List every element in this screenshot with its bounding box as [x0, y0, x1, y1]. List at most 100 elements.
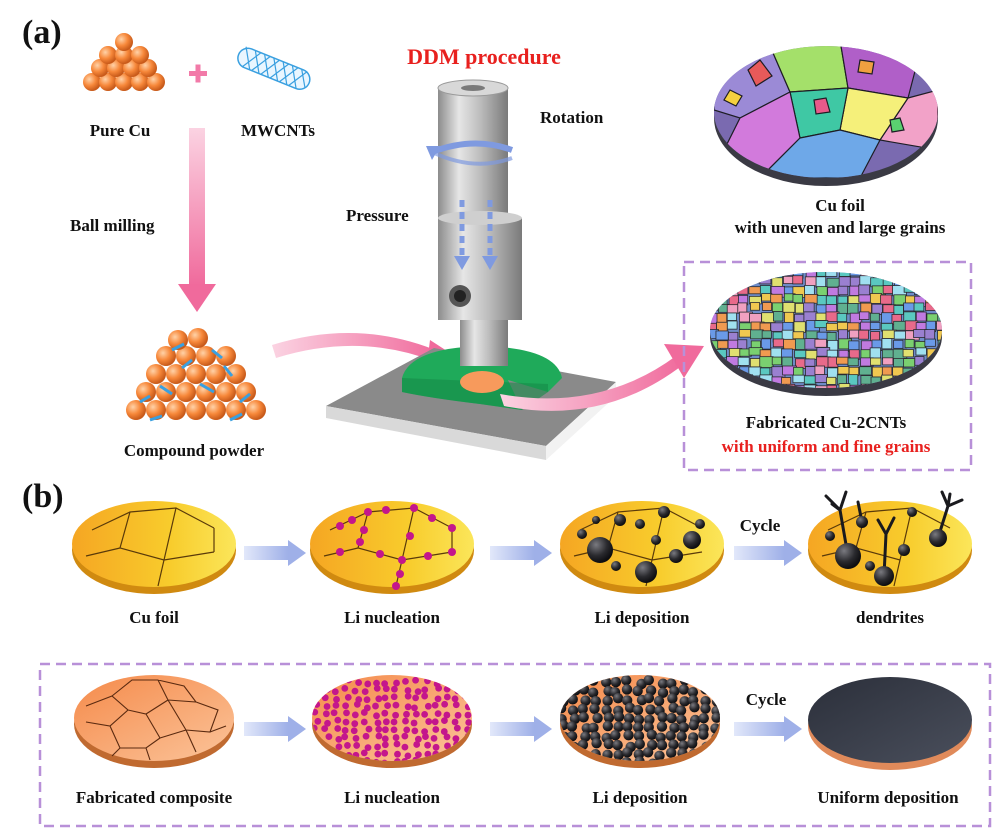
fine-grain: [926, 376, 938, 385]
li-nucleus: [464, 759, 472, 761]
fine-grain: [924, 277, 937, 289]
li-nucleus: [351, 711, 359, 719]
fine-grain: [914, 375, 929, 387]
fine-grain: [710, 358, 716, 368]
fine-grain: [915, 347, 927, 356]
fine-grain: [881, 366, 893, 377]
li-deposit: [591, 738, 602, 749]
fine-grain: [893, 339, 904, 349]
li-deposit: [622, 747, 633, 758]
fine-grain: [760, 338, 772, 350]
fine-grain: [710, 374, 717, 384]
li-nucleus: [360, 718, 368, 726]
li-deposit: [613, 749, 624, 761]
fine-grain: [815, 276, 827, 288]
li-nucleus: [374, 743, 381, 751]
fine-grain: [805, 272, 817, 278]
row1-cycle-label: Cycle: [739, 516, 781, 535]
li-nucleus: [335, 743, 343, 751]
fine-grain: [710, 272, 716, 277]
li-nucleus: [362, 732, 370, 740]
li-deposit: [624, 702, 636, 714]
li-deposit: [603, 738, 615, 750]
li-deposit: [612, 739, 623, 751]
fine-grain: [737, 383, 752, 388]
fine-grain: [825, 295, 837, 306]
fine-grain: [816, 272, 827, 277]
fine-grain: [794, 349, 807, 359]
fabricated-label-line2: with uniform and fine grains: [721, 437, 931, 456]
li-nucleus: [390, 726, 398, 734]
li-nucleus: [344, 742, 351, 749]
li-deposit: [676, 731, 687, 742]
li-nucleus: [360, 709, 368, 716]
fine-grain: [903, 311, 917, 322]
li-nucleus: [443, 685, 451, 693]
li-nucleus: [412, 710, 420, 718]
li-deposit: [566, 721, 578, 732]
fine-grain: [826, 384, 837, 388]
fine-grain: [836, 312, 848, 323]
fine-grain: [937, 348, 942, 358]
die-to-fabricated-arrow: [500, 356, 684, 411]
li-deposit: [666, 747, 677, 759]
pressure-label: Pressure: [346, 206, 409, 225]
fine-grain: [925, 286, 939, 295]
fine-grain: [804, 276, 817, 287]
cu-2cnts-fine-grains-disc: [710, 272, 942, 396]
fine-grain: [814, 338, 827, 348]
fine-grain: [859, 366, 872, 376]
ddm-tool: [437, 79, 522, 366]
fine-grain: [925, 302, 939, 311]
li-deposit: [646, 729, 658, 740]
li-nucleus: [392, 711, 400, 719]
li-nucleus: [382, 685, 390, 693]
li-deposit: [668, 739, 679, 750]
fine-grain: [717, 376, 733, 387]
li-deposit: [700, 759, 712, 761]
powder-to-die-arrow: [272, 333, 440, 362]
li-nucleus: [344, 693, 352, 701]
li-nucleus: [441, 700, 449, 708]
li-nucleus: [451, 695, 459, 703]
li-deposit: [622, 721, 633, 732]
li-deposit: [567, 694, 578, 705]
li-deposit: [587, 687, 599, 698]
li-deposit: [621, 684, 633, 695]
li-deposit: [602, 720, 614, 732]
li-nucleus: [464, 750, 472, 758]
li-deposit: [669, 722, 680, 734]
li-deposit: [689, 702, 700, 713]
fine-grain: [913, 302, 925, 312]
fine-grain: [794, 313, 805, 323]
fine-grain: [838, 276, 852, 287]
li-nucleus: [353, 700, 361, 708]
fabricated-label-line1: Fabricated Cu-2CNTs: [745, 413, 907, 432]
fine-grain: [858, 311, 870, 320]
li-nucleus: [432, 726, 440, 733]
fine-grain: [937, 330, 942, 341]
li-deposit: [709, 685, 720, 696]
fine-grain: [781, 272, 794, 277]
fine-grain: [903, 302, 915, 312]
li-nucleus: [393, 740, 401, 748]
li-nucleus: [323, 759, 331, 761]
fine-grain: [881, 272, 894, 276]
row1-arrow-1: [244, 540, 306, 566]
li-nucleus: [345, 676, 353, 684]
pure-cu-label: Pure Cu: [89, 121, 151, 140]
li-deposit: [567, 705, 579, 716]
fine-grain: [870, 357, 882, 366]
li-nucleus: [464, 711, 472, 719]
fine-grain: [804, 294, 819, 304]
li-nucleus: [363, 696, 371, 704]
li-nucleus: [444, 742, 451, 750]
fine-grain: [710, 302, 718, 312]
li-nucleus: [322, 710, 330, 718]
panel-a-tag: (a): [22, 14, 62, 51]
li-nucleus: [451, 718, 459, 726]
fine-grain: [880, 294, 893, 305]
li-deposit: [688, 719, 699, 731]
li-deposit: [560, 759, 568, 761]
li-nucleus: [321, 694, 329, 702]
